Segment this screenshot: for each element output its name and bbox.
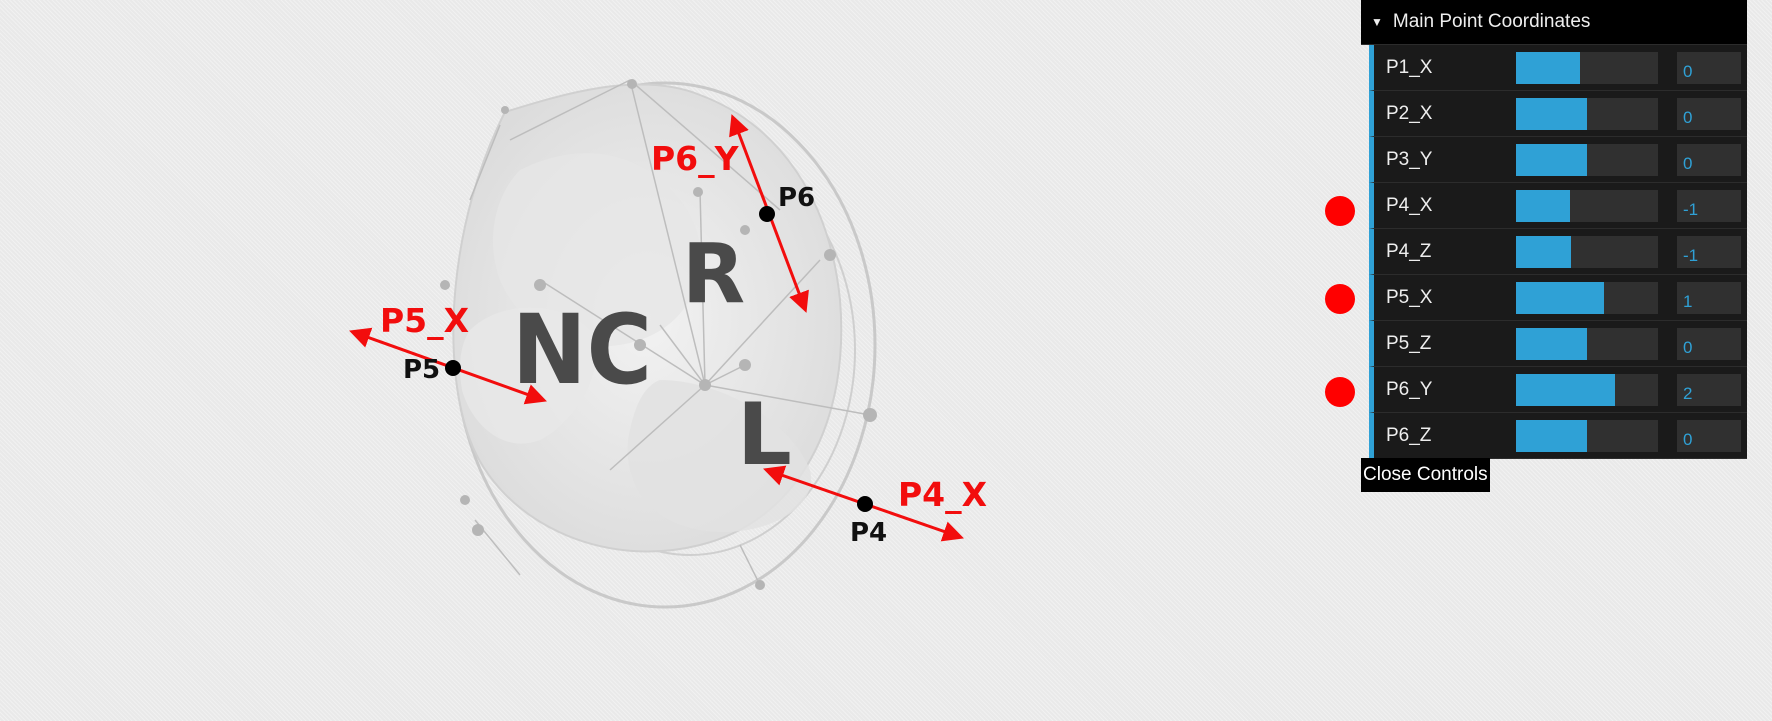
control-slider[interactable] bbox=[1516, 374, 1658, 406]
point-label-p6: P6 bbox=[778, 183, 815, 213]
panel-title: Main Point Coordinates bbox=[1392, 11, 1591, 32]
cusp-label-r: R bbox=[682, 227, 745, 322]
control-label: P5_Z bbox=[1386, 333, 1432, 354]
cusp-label-nc: NC bbox=[512, 294, 652, 406]
caret-down-icon: ▼ bbox=[1371, 15, 1383, 29]
slider-fill bbox=[1516, 52, 1580, 84]
control-row-p3-y: P3_Y 0 bbox=[1369, 137, 1747, 183]
control-slider[interactable] bbox=[1516, 328, 1658, 360]
highlight-marker-p4-x bbox=[1325, 196, 1355, 226]
highlight-marker-p6-y bbox=[1325, 377, 1355, 407]
control-row-p2-x: P2_X 0 bbox=[1369, 91, 1747, 137]
control-label: P2_X bbox=[1386, 103, 1433, 124]
control-number-input[interactable]: 1 bbox=[1677, 282, 1741, 314]
point-label-p5: P5 bbox=[403, 355, 440, 385]
control-row-p6-z: P6_Z 0 bbox=[1369, 413, 1747, 459]
control-number-input[interactable]: -1 bbox=[1677, 190, 1741, 222]
control-label: P3_Y bbox=[1386, 149, 1433, 170]
control-label: P6_Z bbox=[1386, 425, 1432, 446]
control-row-p6-y: P6_Y 2 bbox=[1369, 367, 1747, 413]
control-slider[interactable] bbox=[1516, 236, 1658, 268]
control-row-p5-x: P5_X 1 bbox=[1369, 275, 1747, 321]
control-label: P5_X bbox=[1386, 287, 1433, 308]
control-number-input[interactable]: 0 bbox=[1677, 328, 1741, 360]
control-number-input[interactable]: 0 bbox=[1677, 144, 1741, 176]
control-number-input[interactable]: 2 bbox=[1677, 374, 1741, 406]
control-row-p4-z: P4_Z -1 bbox=[1369, 229, 1747, 275]
control-number-input[interactable]: 0 bbox=[1677, 98, 1741, 130]
axis-label-p4-x: P4_X bbox=[898, 475, 987, 514]
control-point-p4[interactable] bbox=[857, 496, 873, 512]
control-slider[interactable] bbox=[1516, 144, 1658, 176]
slider-fill bbox=[1516, 98, 1587, 130]
control-label: P4_X bbox=[1386, 195, 1433, 216]
control-number-input[interactable]: 0 bbox=[1677, 420, 1741, 452]
control-label: P1_X bbox=[1386, 57, 1433, 78]
control-point-p5[interactable] bbox=[445, 360, 461, 376]
control-slider[interactable] bbox=[1516, 52, 1658, 84]
control-number-input[interactable]: 0 bbox=[1677, 52, 1741, 84]
control-row-p5-z: P5_Z 0 bbox=[1369, 321, 1747, 367]
control-number-input[interactable]: -1 bbox=[1677, 236, 1741, 268]
slider-fill bbox=[1516, 236, 1572, 268]
slider-fill bbox=[1516, 144, 1587, 176]
slider-fill bbox=[1516, 374, 1616, 406]
control-slider[interactable] bbox=[1516, 190, 1658, 222]
axis-label-p6-y: P6_Y bbox=[651, 139, 740, 178]
slider-fill bbox=[1516, 282, 1605, 314]
control-slider[interactable] bbox=[1516, 98, 1658, 130]
panel-folder-header[interactable]: ▼ Main Point Coordinates bbox=[1361, 0, 1747, 45]
control-slider[interactable] bbox=[1516, 420, 1658, 452]
cusp-label-l: L bbox=[737, 385, 792, 485]
slider-fill bbox=[1516, 420, 1587, 452]
slider-fill bbox=[1516, 190, 1570, 222]
control-row-p4-x: P4_X -1 bbox=[1369, 183, 1747, 229]
control-label: P4_Z bbox=[1386, 241, 1432, 262]
control-point-p6[interactable] bbox=[759, 206, 775, 222]
close-controls-button[interactable]: Close Controls bbox=[1361, 458, 1490, 492]
highlight-marker-p5-x bbox=[1325, 284, 1355, 314]
axis-label-p5-x: P5_X bbox=[380, 301, 469, 340]
slider-fill bbox=[1516, 328, 1587, 360]
point-label-p4: P4 bbox=[850, 518, 887, 548]
control-slider[interactable] bbox=[1516, 282, 1658, 314]
control-label: P6_Y bbox=[1386, 379, 1433, 400]
control-row-p1-x: P1_X 0 bbox=[1369, 45, 1747, 91]
